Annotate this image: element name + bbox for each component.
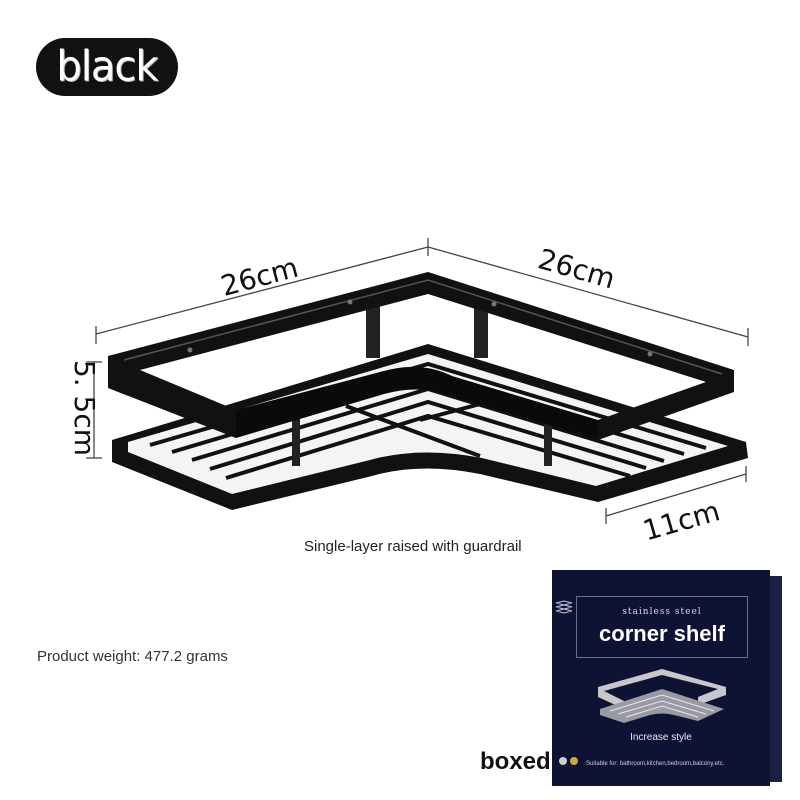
brand-logo-icon xyxy=(555,600,573,614)
width-right-label: 26cm xyxy=(534,242,618,295)
product-caption: Single-layer raised with guardrail xyxy=(304,538,522,555)
shelf-guardrail xyxy=(108,272,734,440)
height-label: 5. 5cm xyxy=(68,360,101,456)
dimension-lines xyxy=(86,238,749,524)
package-title-panel: stainless steel corner shelf xyxy=(576,596,748,658)
width-left-label: 26cm xyxy=(217,251,301,303)
shelf-legs xyxy=(292,296,552,466)
color-badge-label: black xyxy=(56,42,158,92)
package-suitable-text: Suitable for: bathroom,kitchen,bedroom,b… xyxy=(586,761,725,767)
package-shelf-image xyxy=(598,669,726,723)
package-color-dots xyxy=(559,757,578,765)
package-subtitle: stainless steel xyxy=(622,607,702,617)
color-badge: black xyxy=(36,38,178,96)
product-package: stainless steel corner shelf Increase st… xyxy=(552,570,782,786)
shelf-tray xyxy=(112,344,748,510)
package-style-text: Increase style xyxy=(630,732,692,743)
product-weight: Product weight: 477.2 grams xyxy=(37,648,228,665)
boxed-label: boxed xyxy=(480,748,551,775)
package-front xyxy=(552,570,770,786)
package-side xyxy=(770,576,782,782)
package-title: corner shelf xyxy=(599,621,725,646)
